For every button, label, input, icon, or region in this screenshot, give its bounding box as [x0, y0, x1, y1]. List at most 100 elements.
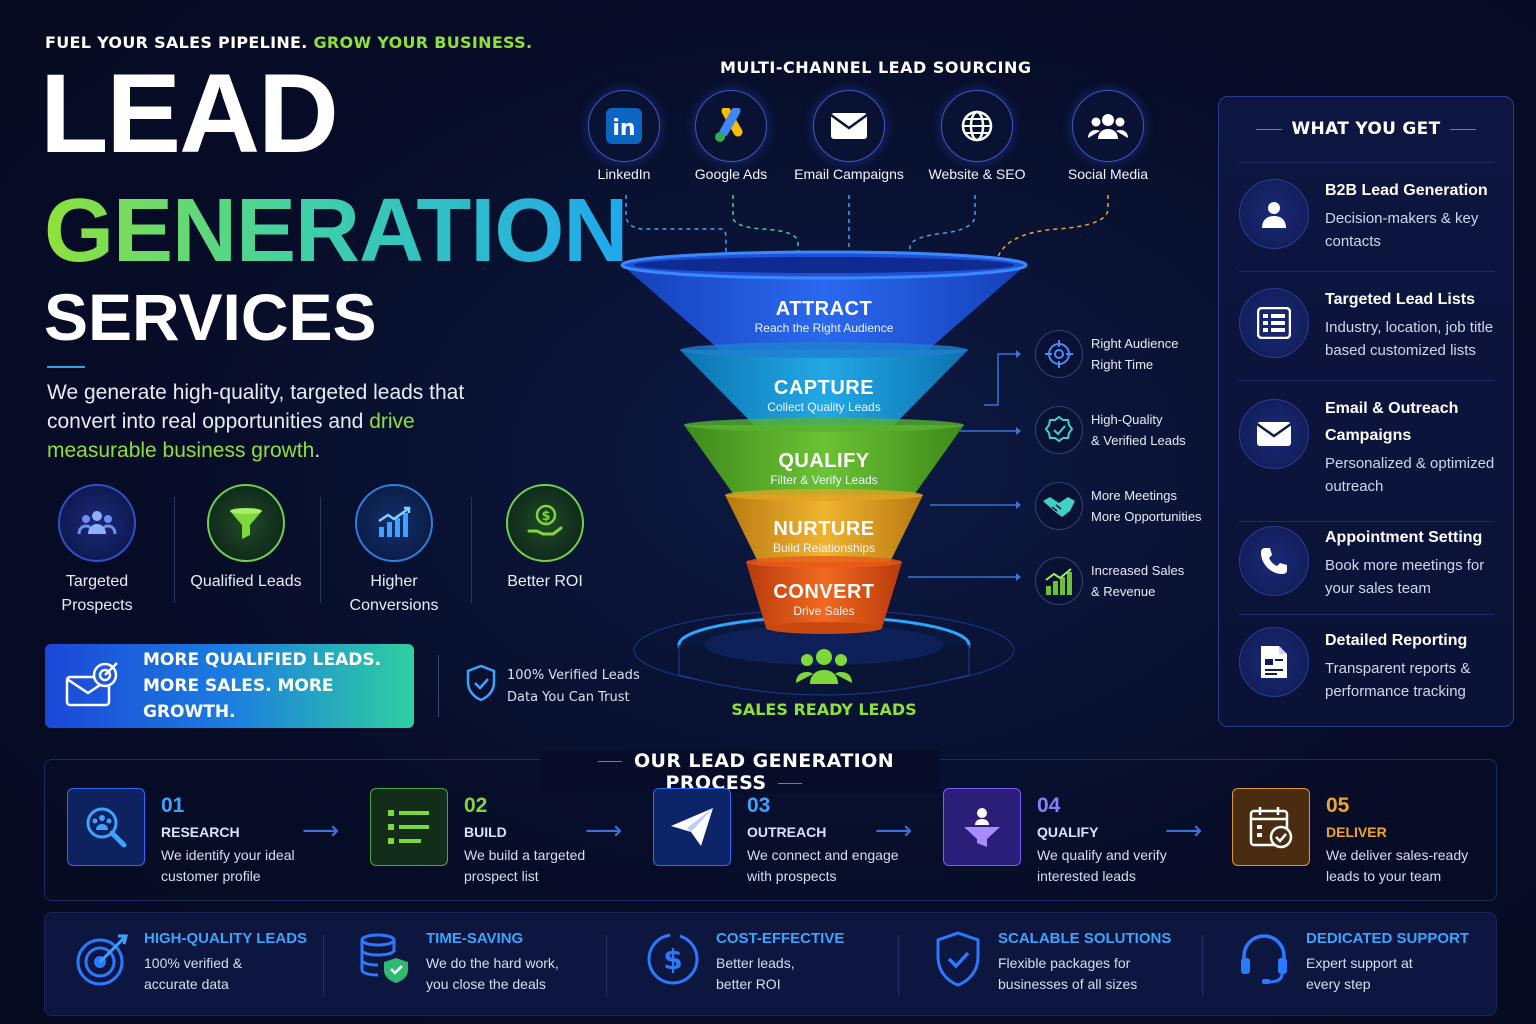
- stage-title: ATTRACT: [775, 298, 873, 320]
- step-number: 02: [464, 794, 488, 817]
- bottom-desc: Better leads, better ROI: [716, 955, 795, 992]
- crosshair-icon: [1035, 330, 1083, 378]
- title-line-1: LEAD: [40, 51, 339, 176]
- benefit-line: & Revenue: [1091, 584, 1156, 599]
- bar-growth-icon: [1035, 557, 1083, 605]
- channel-label: Website & SEO: [928, 166, 1026, 182]
- channel-label: Social Media: [1067, 166, 1149, 182]
- funnel-user-icon: [943, 788, 1021, 866]
- wyg-item-desc: Transparent reports & performance tracki…: [1325, 660, 1471, 700]
- linkedin-icon: in: [588, 90, 660, 162]
- channel-google-ads[interactable]: Google Ads: [666, 90, 796, 183]
- benefit-connectors: [908, 350, 1021, 581]
- wyg-item-email[interactable]: Email & Outreach Campaigns Personalized …: [1239, 380, 1495, 522]
- paper-plane-icon: [653, 788, 731, 866]
- channel-email[interactable]: Email Campaigns: [784, 90, 914, 183]
- process-step-outreach: 03 OUTREACH We connect and engage with p…: [653, 788, 899, 884]
- verified-badge-icon: [1035, 406, 1083, 454]
- process-step-deliver: 05 DELIVER We deliver sales-ready leads …: [1232, 788, 1468, 884]
- what-you-get-title: WHAT YOU GET: [1219, 119, 1513, 139]
- wyg-item-lists[interactable]: Targeted Lead Lists Industry, location, …: [1239, 271, 1495, 381]
- title-line-3: SERVICES: [44, 280, 377, 354]
- step-title: OUTREACH: [747, 824, 827, 840]
- shield-check-icon: [465, 664, 497, 710]
- cta-banner[interactable]: MORE QUALIFIED LEADS.MORE SALES. MORE GR…: [45, 644, 414, 728]
- bottom-bar: [44, 912, 1497, 1016]
- bottom-desc: Expert support at every step: [1306, 955, 1413, 992]
- divider: [1202, 935, 1203, 997]
- benefit-line: Right Audience: [1091, 336, 1179, 351]
- step-desc: We deliver sales-ready leads to your tea…: [1326, 847, 1469, 884]
- process-title: OUR LEAD GENERATION PROCESS: [540, 750, 940, 794]
- wyg-item-title: Appointment Setting: [1325, 529, 1483, 546]
- benefit-line: More Meetings: [1091, 488, 1177, 503]
- stage-title: QUALIFY: [778, 450, 870, 472]
- channel-linkedin[interactable]: in LinkedIn: [559, 90, 689, 183]
- email-icon: [813, 90, 885, 162]
- process-title-text: OUR LEAD GENERATION PROCESS: [634, 750, 894, 794]
- user-icon: [1239, 179, 1309, 249]
- tagline: FUEL YOUR SALES PIPELINE. GROW YOUR BUSI…: [45, 33, 532, 52]
- globe-icon: [941, 90, 1013, 162]
- bottom-title: HIGH-QUALITY LEADS: [144, 930, 308, 947]
- channel-social-media[interactable]: Social Media: [1043, 90, 1173, 183]
- stage-title: CONVERT: [773, 581, 875, 603]
- wyg-item-desc: Industry, location, job title based cust…: [1325, 319, 1494, 359]
- benefit-line: Right Time: [1091, 357, 1154, 372]
- divider: [174, 497, 175, 603]
- channel-label: Google Ads: [694, 166, 768, 182]
- mail-target-icon: [65, 661, 121, 711]
- bottom-desc: 100% verified & accurate data: [144, 955, 243, 992]
- channel-label: Email Campaigns: [794, 166, 904, 182]
- title-rule: [47, 366, 85, 368]
- feature-label: Targeted Prospects: [61, 573, 133, 614]
- verified-line-1: 100% Verified Leads: [507, 668, 640, 683]
- step-title: DELIVER: [1326, 824, 1387, 840]
- step-number: 03: [747, 794, 771, 817]
- handshake-icon: [1035, 482, 1083, 530]
- feature-label: Better ROI: [507, 573, 583, 590]
- cta-line-1: MORE QUALIFIED LEADS.: [143, 650, 382, 670]
- wyg-item-desc: Personalized & optimized outreach: [1325, 455, 1495, 495]
- headset-icon: [1236, 930, 1292, 995]
- step-number: 05: [1326, 794, 1350, 817]
- channel-website-seo[interactable]: Website & SEO: [912, 90, 1042, 183]
- wyg-item-b2b[interactable]: B2B Lead Generation Decision-makers & ke…: [1239, 162, 1495, 272]
- step-desc: We build a targeted prospect list: [464, 847, 586, 884]
- bottom-high-quality: HIGH-QUALITY LEADS 100% verified & accura…: [72, 930, 307, 995]
- svg-text:in: in: [612, 116, 635, 141]
- people-icon: [1072, 90, 1144, 162]
- wyg-item-reporting[interactable]: Detailed Reporting Transparent reports &…: [1239, 614, 1495, 714]
- list-icon: [1239, 288, 1309, 358]
- dollar-circle-icon: $: [644, 930, 702, 995]
- stage-sub: Build Relationships: [772, 541, 876, 555]
- feature-qualified-leads: Qualified Leads: [186, 484, 306, 594]
- step-title: RESEARCH: [161, 824, 240, 840]
- sales-ready-leads: SALES READY LEADS: [731, 700, 917, 719]
- wyg-item-appointment[interactable]: Appointment Setting Book more meetings f…: [1239, 521, 1495, 627]
- benefit-increased-sales: Increased Sales& Revenue: [1035, 557, 1184, 605]
- funnel-icon: [207, 484, 285, 562]
- phone-icon: [1239, 526, 1309, 596]
- divider: [320, 497, 321, 603]
- bottom-desc: Flexible packages for businesses of all …: [998, 955, 1138, 992]
- divider: [323, 935, 324, 997]
- step-number: 01: [161, 794, 185, 817]
- description-main: We generate high-quality, targeted leads…: [47, 381, 465, 433]
- feature-targeted-prospects: Targeted Prospects: [37, 484, 157, 618]
- funnel-graphic: [620, 250, 1028, 696]
- process-step-qualify: 04 QUALIFY We qualify and verify interes…: [943, 788, 1167, 884]
- step-desc: We qualify and verify interested leads: [1037, 847, 1167, 884]
- stage-sub: Reach the Right Audience: [754, 321, 894, 335]
- shield-check-icon: [932, 930, 984, 995]
- feature-better-roi: $ Better ROI: [485, 484, 605, 594]
- checklist-icon: [370, 788, 448, 866]
